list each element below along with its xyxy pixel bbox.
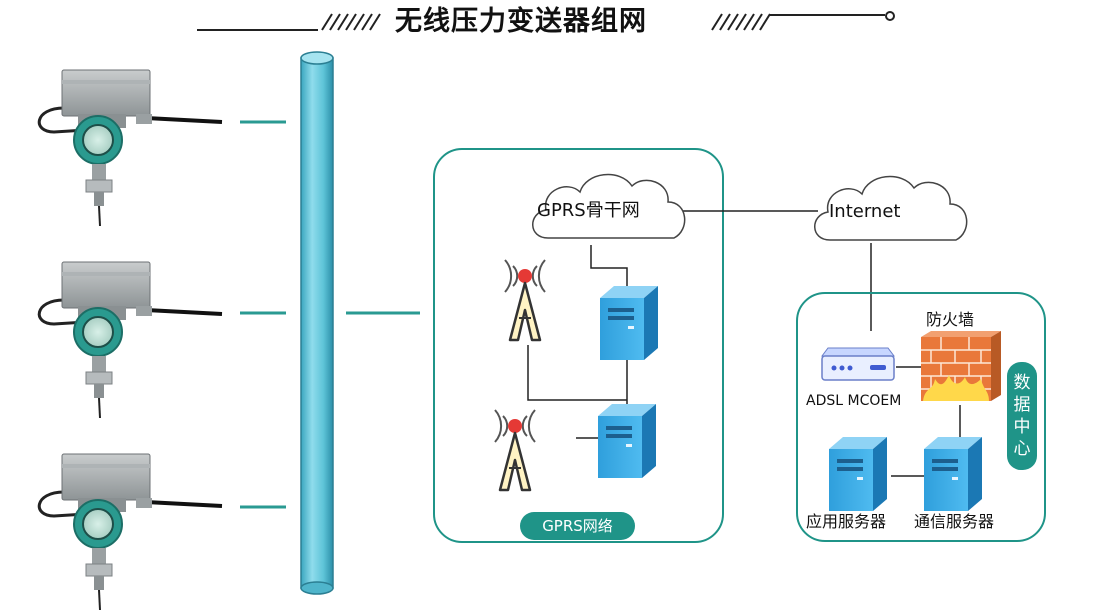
gprs-wires bbox=[527, 210, 818, 439]
gprs-backbone-label: GPRS骨干网 bbox=[537, 200, 640, 221]
data-center-badge-char: 中 bbox=[1013, 417, 1031, 437]
app-server-icon bbox=[829, 437, 887, 511]
pressure-transmitter-icon bbox=[37, 452, 224, 612]
bus-pipe bbox=[300, 51, 334, 595]
firewall-label: 防火墙 bbox=[926, 310, 975, 329]
server-icon bbox=[598, 404, 656, 478]
title-decoration bbox=[197, 11, 895, 31]
data-center-wires bbox=[891, 366, 961, 477]
internet-label: Internet bbox=[829, 201, 901, 222]
data-center-badge-char: 据 bbox=[1013, 395, 1031, 415]
gprs-network-badge: GPRS网络 bbox=[520, 512, 635, 540]
server-icon bbox=[600, 286, 658, 360]
transmitter-links bbox=[240, 120, 420, 509]
app-server-label: 应用服务器 bbox=[806, 512, 887, 531]
antenna-tower-icon bbox=[493, 408, 537, 492]
modem-label: ADSL MCOEM bbox=[806, 393, 902, 409]
comm-server-label: 通信服务器 bbox=[914, 512, 995, 531]
firewall-icon bbox=[921, 331, 1001, 401]
data-center-badge-char: 心 bbox=[1013, 439, 1031, 459]
data-center-badge-char: 数 bbox=[1013, 373, 1031, 393]
data-center-badge: 数据中心 bbox=[1007, 362, 1037, 470]
diagram-title: 无线压力变送器组网 bbox=[395, 6, 647, 37]
modem-icon bbox=[821, 347, 895, 381]
pressure-transmitter-icon bbox=[37, 260, 224, 420]
comm-server-icon bbox=[924, 437, 982, 511]
antenna-tower-icon bbox=[503, 258, 547, 342]
pressure-transmitter-icon bbox=[37, 68, 224, 228]
data-center-box bbox=[796, 292, 1046, 542]
gprs-network-box bbox=[433, 148, 724, 543]
